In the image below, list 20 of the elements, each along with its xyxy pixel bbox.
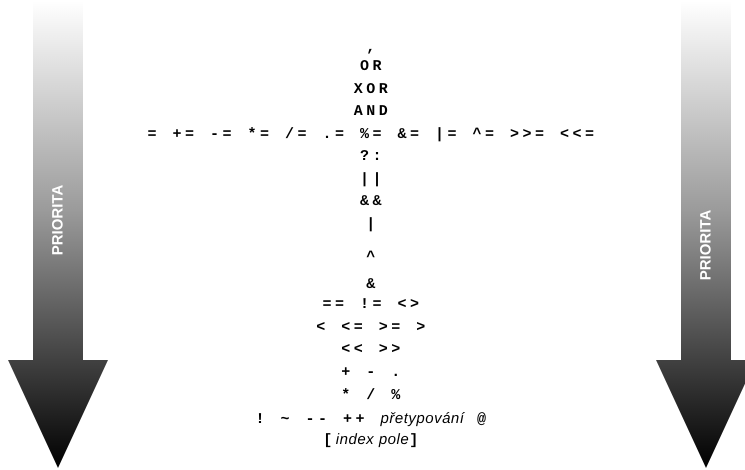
operator-row: = += -= *= /= .= %= &= |= ^= >>= <<= (147, 126, 598, 143)
operator-row: || (360, 171, 385, 188)
operator-row: << >> (341, 341, 404, 358)
operator-row: ! ~ -- ++ přetypování @ (256, 411, 490, 428)
operator-row: [index pole] (323, 432, 422, 449)
operator-row: == != <> (322, 296, 422, 313)
operator-row: ^ (366, 249, 379, 266)
operator-row: AND (354, 103, 392, 120)
operator-row: XOR (354, 81, 392, 98)
operator-row: & (366, 276, 379, 293)
operator-row: ?: (360, 148, 385, 165)
arrow-label: PRIORITA (698, 210, 714, 280)
operator-row: && (360, 193, 385, 210)
operator-row: | (366, 216, 379, 233)
operator-row: * / % (341, 387, 404, 404)
operator-row: < <= >= > (316, 319, 429, 336)
arrow-label: PRIORITA (50, 184, 66, 256)
operator-row: , (366, 39, 379, 56)
operator-row: OR (360, 58, 385, 75)
operator-row: + - . (341, 364, 404, 381)
